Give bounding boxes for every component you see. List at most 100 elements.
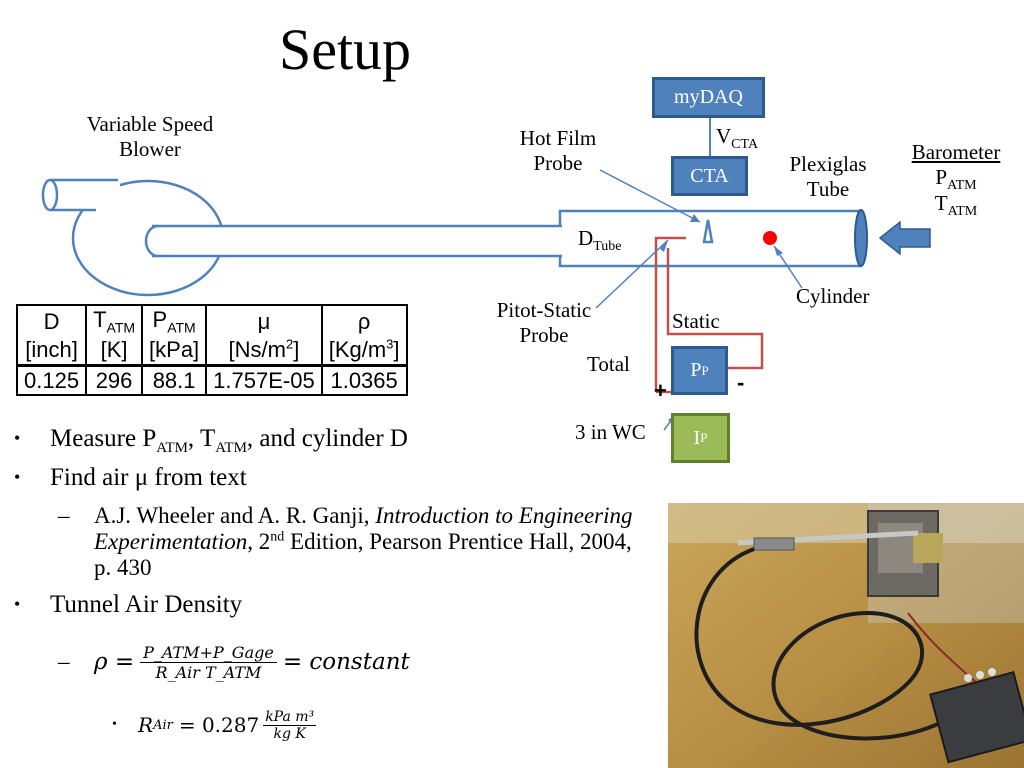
value-patm: 88.1: [141, 363, 208, 397]
minus-sign: -: [737, 370, 745, 395]
value-tatm: 296: [85, 363, 144, 397]
bullet-dot: •: [14, 428, 21, 448]
total-label: Total: [587, 352, 630, 376]
patm-main: P: [935, 165, 948, 190]
hot-film-probe: [702, 219, 714, 244]
rair-sub: Air: [153, 717, 173, 733]
b1-a: Measure P: [50, 425, 157, 452]
bullet-dot: •: [14, 467, 21, 487]
eq-denominator: R_Air T_ATM: [155, 662, 262, 682]
properties-table: D TATM PATM μ ρ [inch] [K] [kPa] [Ns/m2]…: [15, 303, 408, 397]
setup-photo-image: [668, 503, 1024, 768]
b1-b: , T: [187, 425, 216, 452]
blower-outlet: [50, 180, 120, 210]
bullet-find-mu: • Find air μ from text: [14, 463, 247, 493]
bullet-reference: – A.J. Wheeler and A. R. Ganji, Introduc…: [58, 503, 648, 581]
eq-fraction: P_ATM+P_Gage R_Air T_ATM: [140, 643, 277, 682]
header-tatm-sub: ATM: [106, 319, 136, 336]
cta-box: CTA: [671, 156, 748, 196]
pitot-total-line: [654, 236, 686, 392]
value-mu: 1.757E-05: [205, 363, 323, 397]
tatm-sub: ATM: [947, 204, 978, 220]
vcta-label: VCTA: [716, 124, 758, 154]
pitot-line1: Pitot-Static: [496, 298, 592, 322]
unit-patm: [kPa]: [141, 336, 208, 367]
plexiglas-tube: [558, 209, 862, 268]
table-units-row: [inch] [K] [kPa] [Ns/m2] [Kg/m3]: [15, 336, 408, 367]
schematic-drawing: [41, 116, 931, 431]
pitot-static-line: [666, 248, 764, 370]
bullet-density: • Tunnel Air Density: [14, 590, 242, 620]
reference-text: A.J. Wheeler and A. R. Ganji, Introducti…: [94, 503, 648, 581]
ip-main: I: [693, 426, 701, 449]
header-tatm-main: T: [93, 307, 107, 332]
pitot-static-label: Pitot-Static Probe: [484, 298, 604, 348]
hot-film-line1: Hot Film: [519, 126, 597, 150]
unit-rho: [Kg/m3]: [320, 336, 408, 367]
table-row: 0.125 296 88.1 1.757E-05 1.0365: [15, 363, 408, 397]
b1-s2: ATM: [215, 440, 247, 456]
header-d: D: [15, 303, 88, 337]
unit-rho-main: [Kg/m: [328, 337, 387, 363]
b2-text: Find air μ from text: [50, 464, 247, 491]
plus-sign: +: [654, 378, 667, 403]
hot-film-line2: Probe: [533, 151, 583, 176]
static-label: Static: [672, 309, 720, 333]
b1-s1: ATM: [156, 440, 188, 456]
tatm-label: TATM: [896, 191, 1016, 221]
header-tatm: TATM: [85, 303, 144, 337]
plexiglas-line1: Plexiglas: [789, 152, 867, 176]
patm-label: PATM: [896, 165, 1016, 195]
ref-c: Edition, Pearson Prentice Hall, 2004, p.…: [94, 528, 632, 580]
ref-sup: nd: [270, 529, 285, 545]
dash-2: –: [58, 649, 70, 674]
ref-italic: Introduction to Engineering Experimentat…: [94, 503, 633, 554]
unit-mu-main: [Ns/m: [228, 337, 286, 363]
unit-rho-sup: 3: [386, 337, 394, 353]
ip-sub: P: [700, 430, 708, 445]
mydaq-box: myDAQ: [652, 77, 765, 118]
plexiglas-tube-label: Plexiglas Tube: [776, 152, 880, 202]
setup-photo: [668, 503, 1024, 768]
vcta-main: V: [716, 124, 732, 148]
rair-denominator: kg K: [273, 725, 306, 742]
tube-inlet: [854, 209, 868, 267]
rair-lhs: R: [138, 713, 154, 737]
pp-sub: P: [701, 362, 709, 378]
unit-rho-end: ]: [393, 337, 400, 363]
dtube-main: D: [578, 226, 594, 250]
header-patm: PATM: [141, 303, 208, 337]
blower-label-line2: Blower: [119, 137, 181, 162]
vcta-sub: CTA: [731, 137, 759, 153]
cylinder-label: Cylinder: [796, 284, 870, 308]
b3-text: Tunnel Air Density: [50, 591, 243, 618]
unit-mu: [Ns/m2]: [205, 336, 323, 367]
pp-main: P: [690, 359, 702, 381]
density-equation: – ρ = P_ATM+P_Gage R_Air T_ATM = constan…: [58, 630, 410, 694]
unit-d: [inch]: [15, 336, 88, 367]
plexiglas-line2: Tube: [806, 177, 850, 202]
hot-film-probe-label: Hot Film Probe: [496, 126, 620, 176]
blower-label-line1: Variable Speed: [86, 112, 214, 136]
unit-mu-end: ]: [293, 337, 300, 363]
header-patm-main: P: [152, 307, 168, 332]
blower-label: Variable Speed Blower: [62, 112, 238, 162]
bullet-dot: •: [14, 594, 21, 614]
unit-tatm: [K]: [85, 336, 144, 367]
header-mu: μ: [205, 303, 323, 337]
dash-1: –: [58, 503, 70, 528]
eq-constant: = constant: [282, 649, 410, 675]
value-rho: 1.0365: [320, 363, 408, 397]
bullet-dot-small: •: [112, 717, 117, 732]
wc-label: 3 in WC: [575, 420, 646, 444]
rair-fraction: kPa m³ kg K: [263, 709, 317, 742]
barometer-block: Barometer PATM TATM: [896, 140, 1016, 221]
barometer-label: Barometer: [911, 140, 1001, 164]
dtube-sub: Tube: [593, 239, 622, 255]
header-patm-sub: ATM: [167, 319, 196, 336]
patm-sub: ATM: [947, 178, 977, 194]
b1-c: , and cylinder D: [246, 425, 408, 452]
bullet-measure: •Measure PATM, TATM, and cylinder D: [14, 424, 408, 457]
